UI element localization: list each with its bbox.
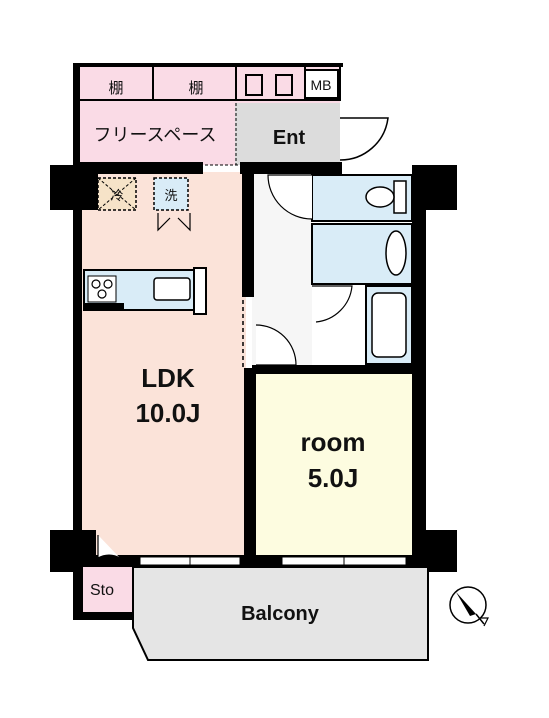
free-space-label: フリースペース [94, 125, 217, 145]
small-cabinet-2 [275, 74, 293, 96]
storage-closet [83, 567, 133, 612]
entrance-door [339, 117, 389, 161]
entrance-label: Ent [273, 127, 306, 149]
entrance-area [235, 103, 340, 165]
ldk-name: LDK [141, 363, 195, 393]
wash-door [312, 285, 353, 323]
room-size: 5.0J [308, 463, 359, 493]
ldk-room [80, 172, 246, 558]
shelf-label-right: 棚 [188, 80, 203, 97]
fridge-label: 冷 [110, 188, 123, 203]
toilet-door [267, 174, 313, 220]
wash-basin [385, 230, 407, 276]
toilet-bowl [365, 186, 395, 208]
meter-box-label: MB [311, 77, 332, 93]
shelf-label-left: 棚 [108, 80, 123, 97]
meter-box [304, 69, 339, 99]
kitchen-sink [153, 277, 191, 301]
ldk-size: 10.0J [135, 398, 200, 428]
bathtub [371, 292, 407, 358]
stove [87, 275, 117, 303]
closet-doors [157, 213, 191, 232]
bedroom [254, 368, 412, 558]
storage-label: Sto [90, 582, 114, 599]
kitchen-counter-end [193, 267, 207, 315]
washer-space [153, 177, 189, 211]
room-name: room [301, 427, 366, 457]
storage-door [97, 535, 121, 560]
bedroom-door [255, 324, 297, 366]
small-cabinet-1 [245, 74, 263, 96]
toilet-tank [393, 180, 407, 214]
washer-label: 洗 [164, 188, 177, 203]
north-arrow-icon [449, 586, 489, 627]
balcony-label: Balcony [241, 603, 320, 625]
